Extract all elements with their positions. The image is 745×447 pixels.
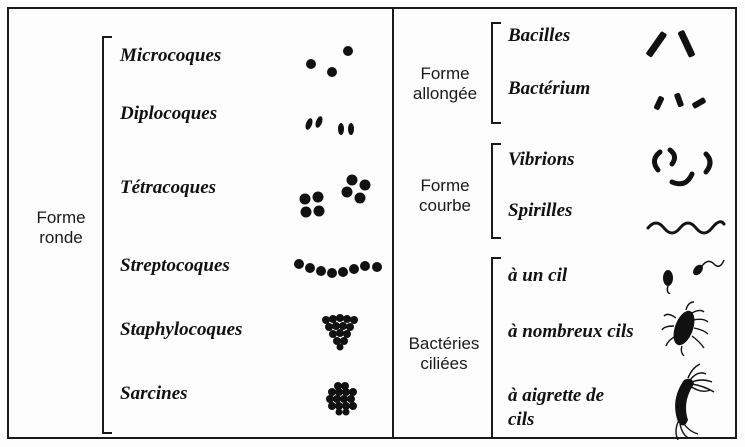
label-diplocoques: Diplocoques xyxy=(120,102,217,126)
bacilles-icon xyxy=(645,26,705,62)
label-a-aigrette-de-cils: à aigrette de cils xyxy=(508,384,604,432)
label-vibrions: Vibrions xyxy=(508,148,575,172)
label-microcoques: Microcoques xyxy=(120,44,221,68)
bracket-bacteries-ciliees xyxy=(491,257,501,439)
diplocoques-icon xyxy=(300,110,360,140)
label-streptocoques: Streptocoques xyxy=(120,254,230,278)
bracket-forme-allongee xyxy=(491,22,501,124)
sarcines-icon xyxy=(320,380,364,416)
group-label-forme-courbe: Forme courbe xyxy=(405,176,485,216)
bracket-forme-ronde xyxy=(102,36,112,434)
staphylocoques-icon xyxy=(318,312,362,352)
un-cil-icon xyxy=(656,254,726,294)
tetracoques-icon xyxy=(295,170,375,220)
label-bacilles: Bacilles xyxy=(508,24,570,48)
group-label-bacteries-ciliees: Bactéries ciliées xyxy=(400,334,488,374)
label-sarcines: Sarcines xyxy=(120,382,188,406)
label-a-un-cil: à un cil xyxy=(508,264,567,288)
label-tetracoques: Tétracoques xyxy=(120,176,216,200)
microcoques-icon xyxy=(300,42,360,82)
spirilles-icon xyxy=(646,214,726,238)
panel-divider xyxy=(392,7,394,439)
bracket-forme-courbe xyxy=(491,143,501,239)
diagram-frame xyxy=(7,7,737,439)
label-a-nombreux-cils: à nombreux cils xyxy=(508,320,634,344)
label-bacterium: Bactérium xyxy=(508,77,590,101)
group-label-forme-allongee: Forme allongée xyxy=(405,64,485,104)
streptocoques-icon xyxy=(292,254,384,284)
vibrions-icon xyxy=(648,146,718,190)
nombreux-cils-icon xyxy=(660,300,710,356)
bacterium-icon xyxy=(650,88,714,114)
label-staphylocoques: Staphylocoques xyxy=(120,318,242,342)
label-spirilles: Spirilles xyxy=(508,199,572,223)
group-label-forme-ronde: Forme ronde xyxy=(28,208,94,248)
aigrette-cils-icon xyxy=(662,360,718,440)
